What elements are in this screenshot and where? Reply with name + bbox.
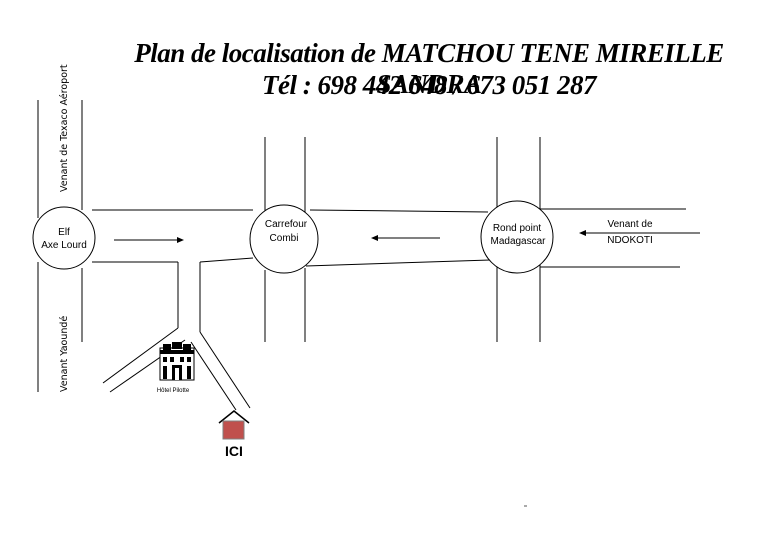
madagascar-label-1: Rond point: [493, 223, 542, 234]
roundabout-carrefour-combi: [249, 204, 319, 274]
roundabout-elf: [32, 206, 96, 270]
side-street-left-branch-top: [102, 327, 179, 384]
madagascar-label-2: Madagascar: [490, 236, 546, 247]
ici-label: ICI: [225, 443, 243, 459]
ndokoti-label-2: NDOKOTI: [607, 235, 653, 246]
hotel-building-icon: [159, 342, 195, 381]
ndokoti-label-1: Venant de: [607, 219, 652, 230]
elf-label-1: Elf: [58, 227, 70, 238]
roundabout-madagascar: [480, 200, 554, 274]
side-street-right-branch-top: [199, 331, 251, 409]
main-road-bottom-edge-2: [199, 257, 254, 263]
house-icon: [218, 410, 250, 440]
main-road-top-edge-2: [309, 209, 489, 213]
carrefour-label-1: Carrefour: [265, 219, 308, 230]
elf-label-2: Axe Lourd: [41, 240, 87, 251]
arrow-left-ndokoti-icon: [579, 230, 700, 236]
side-street-right-branch-bottom: [190, 341, 237, 411]
texaco-label: Venant de Texaco Aéroport: [59, 64, 70, 192]
arrow-left-icon: [371, 235, 440, 241]
hotel-label: Hôtel Pilotte: [157, 388, 190, 394]
map-title: Plan de localisation de MATCHOU TENE MIR…: [134, 38, 724, 99]
arrow-right-icon: [114, 237, 184, 243]
phone-line: Tél : 698 442 648 / 673 051 287: [262, 70, 596, 100]
main-road-bottom-edge-3: [305, 259, 491, 267]
yaounde-label: Venant Yaoundé: [59, 316, 70, 392]
carrefour-label-2: Combi: [270, 233, 299, 244]
